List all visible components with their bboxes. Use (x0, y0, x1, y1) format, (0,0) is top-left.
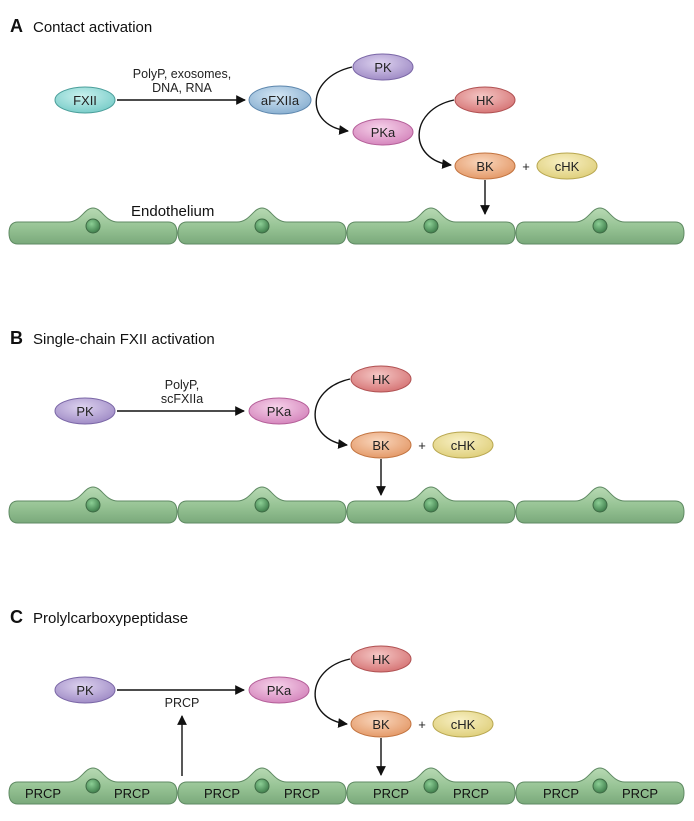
prcp-cell-label: PRCP (373, 786, 409, 801)
nucleus (85, 778, 101, 794)
chk-node: cHK (536, 152, 598, 180)
hk-label: HK (372, 652, 390, 667)
panel-c-title: Prolylcarboxypeptidase (33, 610, 188, 627)
plus-sign: + (522, 159, 530, 174)
nucleus (423, 778, 439, 794)
hk-to-bk-arrow (418, 99, 455, 169)
fxii-node: FXII (54, 86, 116, 114)
nucleus (254, 218, 270, 234)
hk-label: HK (372, 372, 390, 387)
panel-a-letter: A (10, 16, 23, 36)
pk-label: PK (374, 60, 392, 75)
endothelial-cell (8, 207, 178, 245)
nucleus (85, 218, 101, 234)
afxiia-node: aFXIIa (248, 85, 312, 115)
hk-to-bk-arrow (314, 378, 351, 449)
endothelial-cell (515, 486, 685, 524)
bk-label: BK (476, 159, 494, 174)
hk-label: HK (476, 93, 494, 108)
panel-c-letter: C (10, 607, 23, 627)
afxiia-label: aFXIIa (261, 93, 300, 108)
endothelial-cell: PRCP PRCP (346, 767, 516, 805)
endothelial-cell (515, 207, 685, 245)
pka-label: PKa (267, 683, 292, 698)
fxii-activators-line2: DNA, RNA (152, 81, 212, 95)
nucleus (592, 778, 608, 794)
endothelial-cell (346, 486, 516, 524)
endothelial-cell (346, 207, 516, 245)
endothelium-row-b (8, 486, 685, 524)
panel-b: B Single-chain FXII activation PK PolyP,… (8, 328, 685, 524)
endothelial-cell: PRCP PRCP (515, 767, 685, 805)
plus-sign: + (418, 717, 426, 732)
nucleus (85, 497, 101, 513)
pka-label: PKa (267, 404, 292, 419)
pk-node: PK (54, 676, 116, 704)
prcp-cell-label: PRCP (453, 786, 489, 801)
bk-node: BK (350, 710, 412, 738)
prcp-cell-label: PRCP (543, 786, 579, 801)
bk-node: BK (454, 152, 516, 180)
chk-node: cHK (432, 431, 494, 459)
nucleus (423, 218, 439, 234)
pka-node: PKa (248, 676, 310, 704)
panel-c: C Prolylcarboxypeptidase PK PRCP PKa HK … (8, 607, 685, 805)
pka-node: PKa (352, 118, 414, 146)
endothelial-cell (8, 486, 178, 524)
nucleus (592, 218, 608, 234)
endothelial-cell (177, 207, 347, 245)
panel-b-letter: B (10, 328, 23, 348)
pka-label: PKa (371, 125, 396, 140)
pk-node: PK (352, 53, 414, 81)
hk-node: HK (350, 645, 412, 673)
prcp-cell-label: PRCP (204, 786, 240, 801)
pk-node: PK (54, 397, 116, 425)
endothelial-cell (177, 486, 347, 524)
prcp-arrow-label: PRCP (165, 696, 200, 710)
bk-label: BK (372, 717, 390, 732)
nucleus (254, 778, 270, 794)
endothelium-row-c: PRCP PRCP PRCP PRCP PRCP PRCP PRCP PRCP (8, 767, 685, 805)
pka-node: PKa (248, 397, 310, 425)
hk-node: HK (350, 365, 412, 393)
nucleus (592, 497, 608, 513)
panel-a: A Contact activation FXII PolyP, exosome… (8, 16, 685, 245)
prcp-cell-label: PRCP (284, 786, 320, 801)
endothelium-row-a (8, 207, 685, 245)
chk-node: cHK (432, 710, 494, 738)
endothelial-cell: PRCP PRCP (8, 767, 178, 805)
nucleus (423, 497, 439, 513)
prcp-cell-label: PRCP (114, 786, 150, 801)
pk-activators-line2: scFXIIa (161, 392, 203, 406)
fxii-label: FXII (73, 93, 97, 108)
chk-label: cHK (451, 438, 476, 453)
bk-label: BK (372, 438, 390, 453)
hk-to-bk-arrow (314, 658, 351, 728)
panel-b-title: Single-chain FXII activation (33, 331, 215, 348)
prcp-cell-label: PRCP (622, 786, 658, 801)
pk-activators-line1: PolyP, (165, 378, 200, 392)
plus-sign: + (418, 438, 426, 453)
chk-label: cHK (451, 717, 476, 732)
hk-node: HK (454, 86, 516, 114)
chk-label: cHK (555, 159, 580, 174)
endothelial-cell: PRCP PRCP (177, 767, 347, 805)
fxii-activators-line1: PolyP, exosomes, (133, 67, 231, 81)
panel-a-title: Contact activation (33, 19, 152, 36)
nucleus (254, 497, 270, 513)
bk-node: BK (350, 431, 412, 459)
endothelium-label: Endothelium (131, 203, 214, 220)
pk-to-pka-arrow (315, 66, 353, 135)
pk-label: PK (76, 404, 94, 419)
pk-label: PK (76, 683, 94, 698)
prcp-cell-label: PRCP (25, 786, 61, 801)
